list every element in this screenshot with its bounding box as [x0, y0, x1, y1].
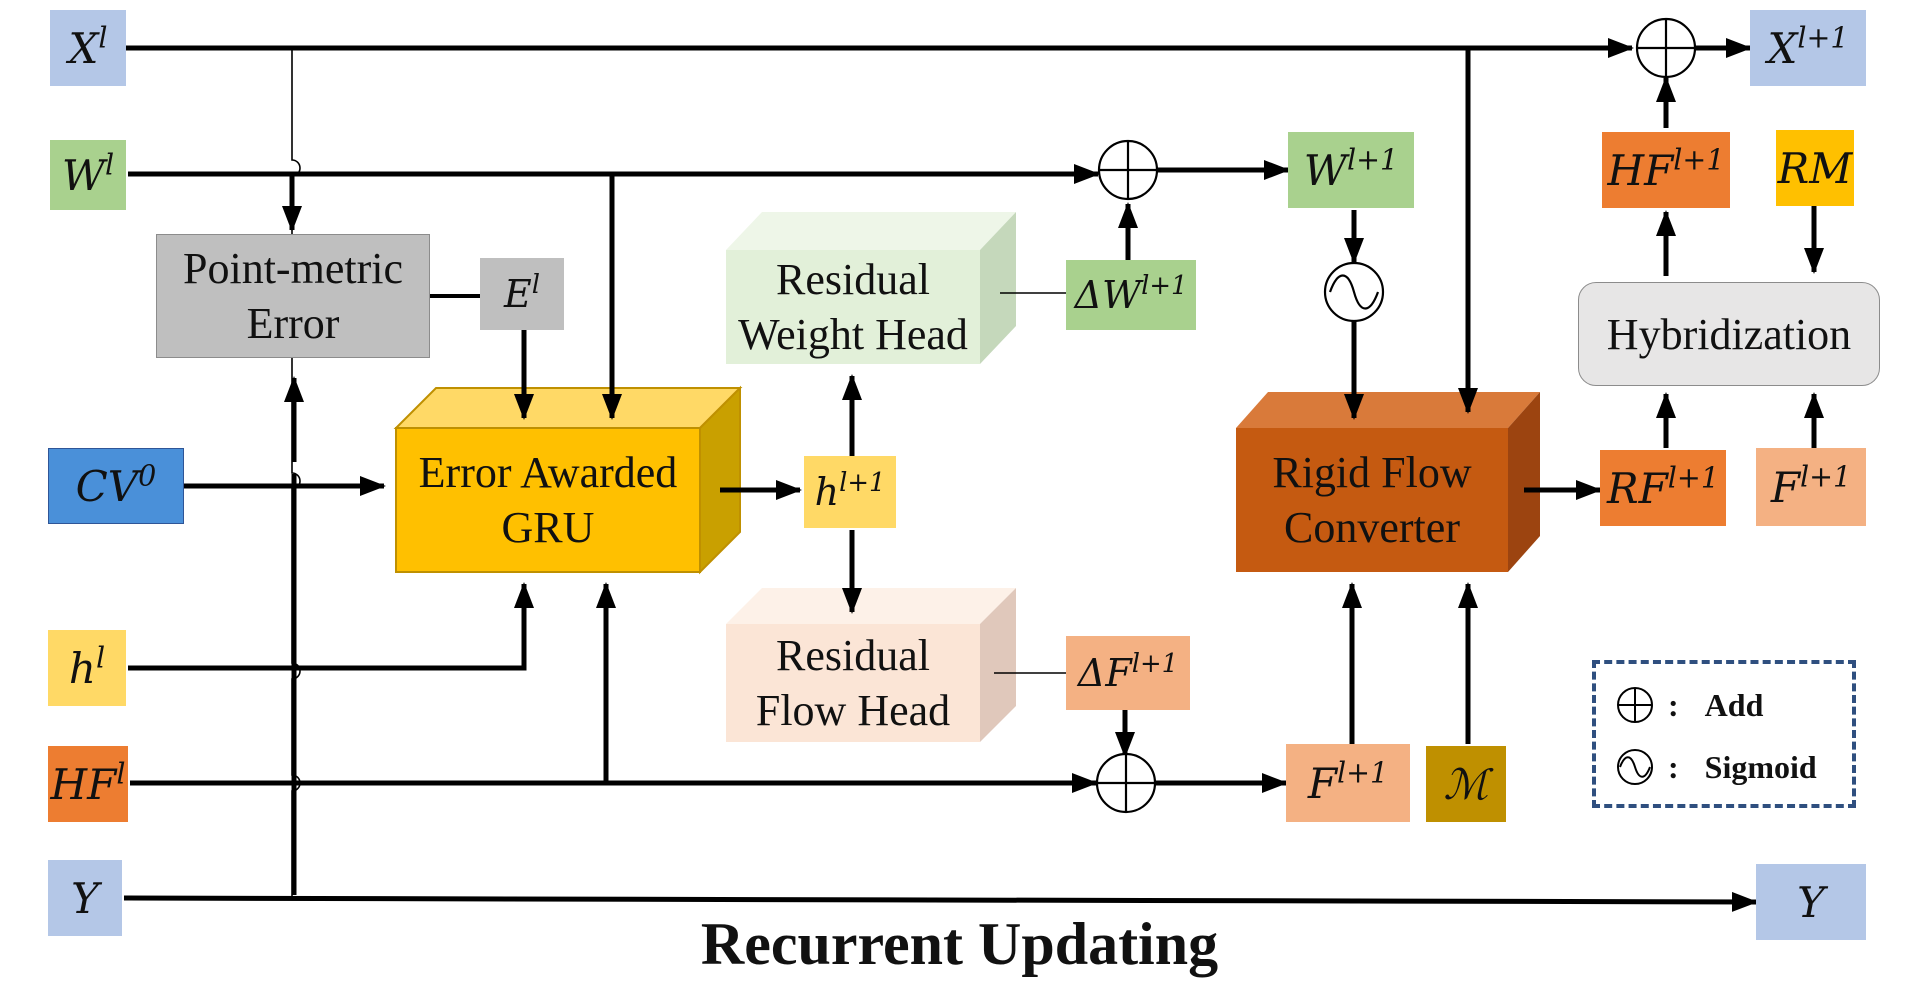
y-in-node: Y — [48, 860, 122, 936]
rm-node: RM — [1776, 130, 1854, 206]
hybridization-label: Hybridization — [1606, 309, 1852, 359]
circle-sine-icon — [1617, 749, 1653, 785]
y-in-label: Y — [71, 873, 99, 923]
add-op-f — [1095, 752, 1157, 814]
residual-weight-head-label: Residual Weight Head — [738, 255, 968, 359]
rf-l1-node: RFl+1 — [1600, 450, 1726, 526]
f-l1-right-label: Fl+1 — [1770, 458, 1852, 512]
add-op-w — [1097, 139, 1159, 201]
x-l1-node: Xl+1 — [1750, 10, 1866, 86]
y-out-label: Y — [1797, 877, 1825, 927]
hf-l1-label: HFl+1 — [1607, 141, 1725, 195]
residual-weight-head-block: Residual Weight Head — [726, 250, 980, 364]
delta-w-label: ΔWl+1 — [1074, 270, 1188, 317]
w-l1-node: Wl+1 — [1288, 132, 1414, 208]
x-l-label: Xl — [68, 19, 108, 73]
rigid-flow-converter-label: Rigid Flow Converter — [1272, 448, 1472, 552]
y-out-node: Y — [1756, 864, 1866, 940]
add-op-x — [1635, 17, 1697, 79]
legend-sigmoid-label: Sigmoid — [1704, 748, 1817, 785]
delta-f-node: ΔFl+1 — [1066, 636, 1190, 710]
error-awarded-gru-label: Error Awarded GRU — [418, 448, 678, 552]
legend-box: : Add : Sigmoid — [1592, 660, 1856, 808]
w-l-node: Wl — [50, 140, 126, 210]
delta-f-label: ΔFl+1 — [1077, 648, 1179, 695]
rf-l1-label: RFl+1 — [1607, 459, 1719, 513]
point-metric-error-block: Point-metric Error — [156, 234, 430, 358]
circle-plus-icon — [1617, 687, 1653, 723]
residual-weight-head-3d — [726, 212, 1016, 364]
m-label: ℳ — [1443, 759, 1489, 809]
e-l-label: El — [503, 269, 540, 316]
delta-w-node: ΔWl+1 — [1066, 260, 1196, 330]
h-l-node: hl — [48, 630, 126, 706]
rm-label: RM — [1777, 143, 1853, 193]
h-l-label: hl — [68, 639, 106, 693]
residual-flow-head-block: Residual Flow Head — [726, 624, 980, 742]
cv-0-label: CV0 — [75, 457, 157, 511]
h-l1-node: hl+1 — [804, 456, 896, 528]
legend-add-label: Add — [1704, 686, 1764, 723]
rigid-flow-converter-block: Rigid Flow Converter — [1236, 428, 1508, 572]
error-awarded-gru-3d — [393, 385, 743, 575]
legend-sigmoid-row: : Sigmoid — [1616, 748, 1817, 786]
w-l-label: Wl — [61, 146, 115, 200]
legend-add-row: : Add — [1616, 686, 1763, 724]
cv-0-node: CV0 — [48, 448, 184, 524]
hf-l1-node: HFl+1 — [1602, 132, 1730, 208]
f-l1-label: Fl+1 — [1307, 754, 1389, 808]
f-l1-right-node: Fl+1 — [1756, 448, 1866, 526]
y-main-line — [123, 891, 1758, 912]
w-l1-label: Wl+1 — [1303, 141, 1399, 195]
sigmoid-op — [1323, 261, 1385, 323]
f-l1-node: Fl+1 — [1286, 744, 1410, 822]
residual-flow-head-3d — [726, 588, 1016, 742]
hl-to-gru-line — [128, 582, 534, 671]
residual-flow-head-label: Residual Flow Head — [755, 631, 951, 735]
h-l1-label: hl+1 — [814, 467, 886, 514]
hybridization-block: Hybridization — [1578, 282, 1880, 386]
diagram-title: Recurrent Updating — [700, 911, 1219, 977]
error-awarded-gru-block: Error Awarded GRU — [396, 428, 700, 572]
m-node: ℳ — [1426, 746, 1506, 822]
x-l1-label: Xl+1 — [1767, 19, 1849, 73]
point-metric-error-label: Point-metric Error — [183, 244, 403, 348]
x-l-node: Xl — [50, 10, 126, 86]
e-l-node: El — [480, 258, 564, 330]
hf-l-node: HFl — [48, 746, 128, 822]
hf-l-label: HFl — [50, 755, 126, 809]
